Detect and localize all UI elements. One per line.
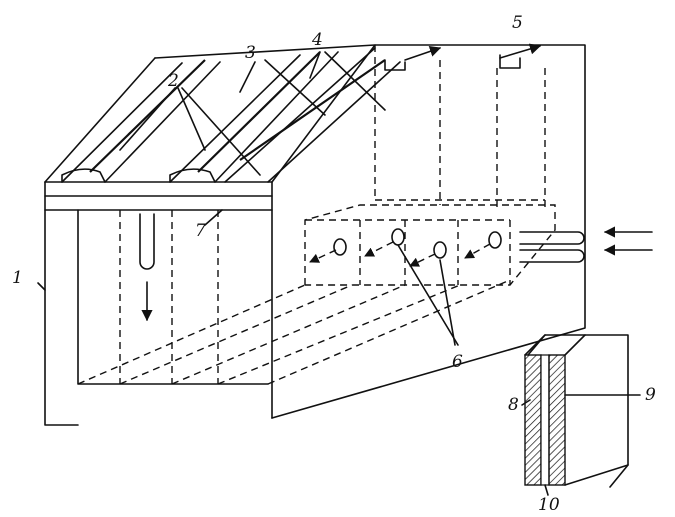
leader-lines (37, 51, 459, 346)
rail-c-right (267, 61, 401, 183)
inset-top-2 (564, 334, 586, 356)
floor-diag-4 (217, 284, 461, 385)
nozzle-4 (464, 231, 502, 259)
leader-4b (324, 51, 386, 111)
leader-3a (239, 61, 256, 93)
floor-diag-5 (267, 279, 511, 385)
inset-gap (540, 354, 550, 486)
label-10: 10 (538, 495, 560, 515)
inset-bottom-edge (564, 464, 629, 486)
clip-back-2 (499, 54, 521, 69)
leader-2a (119, 87, 176, 151)
label-6: 6 (452, 352, 463, 372)
nozzle-2 (364, 228, 405, 257)
inlet-pipes (519, 226, 653, 263)
inset-hatch-right (548, 354, 566, 486)
leader-4a (309, 51, 321, 79)
rail-c-left (224, 47, 376, 183)
clip-front-1 (61, 168, 106, 183)
inset-hatch-left (524, 354, 542, 486)
floor-diag-2 (119, 284, 353, 385)
rail-b-bar (197, 51, 321, 173)
gas-arrow-1 (404, 45, 442, 61)
label-9: 9 (645, 385, 656, 405)
rail-c-bar (239, 59, 386, 161)
front-left-edge (44, 181, 79, 426)
gas-arrow-2 (499, 43, 542, 59)
clip-back-1 (384, 59, 406, 71)
label-5: 5 (512, 13, 523, 33)
drain-tube (139, 43, 542, 322)
leader-3b (264, 59, 326, 116)
leader-7 (204, 209, 223, 226)
leader-8 (521, 399, 531, 406)
floor-diag-1 (77, 284, 306, 385)
hidden-edges (77, 45, 556, 385)
distributor-box (304, 204, 556, 286)
rail-b-right (214, 51, 339, 183)
rail-a-left (61, 62, 183, 183)
leader-2c (181, 87, 261, 176)
inset-top-1 (524, 334, 546, 356)
rail-a-bar (89, 59, 206, 173)
electrode-section-inset (521, 334, 641, 496)
leader-1 (37, 282, 46, 291)
nozzle-3 (409, 241, 447, 267)
inlet-pipe-lower (519, 249, 585, 263)
labels: 1 2 3 4 5 6 7 8 9 10 (12, 13, 656, 515)
clip-front-2 (169, 168, 216, 183)
leader-6b (397, 244, 459, 346)
floor-diag-3 (171, 284, 406, 385)
inlet-pipe-upper (519, 231, 585, 245)
inner-front-window (77, 209, 269, 385)
nozzle-1 (309, 238, 347, 263)
leader-2b (177, 87, 206, 151)
top-back-edge (154, 44, 376, 59)
double-right-to-left-arrow-icon (603, 226, 653, 256)
electrode-rails (61, 47, 521, 183)
top-left-slant (44, 57, 156, 183)
leader-6a (439, 259, 456, 346)
label-4: 4 (311, 30, 323, 50)
drain-tube-body (139, 213, 155, 270)
label-7: 7 (195, 221, 206, 241)
label-8: 8 (508, 395, 519, 415)
nozzles (309, 228, 502, 267)
label-1: 1 (12, 268, 23, 288)
rail-b-left (169, 54, 301, 183)
label-3: 3 (245, 43, 256, 63)
leader-10 (544, 484, 549, 496)
label-2: 2 (167, 71, 179, 91)
rail-a-right (104, 61, 221, 183)
